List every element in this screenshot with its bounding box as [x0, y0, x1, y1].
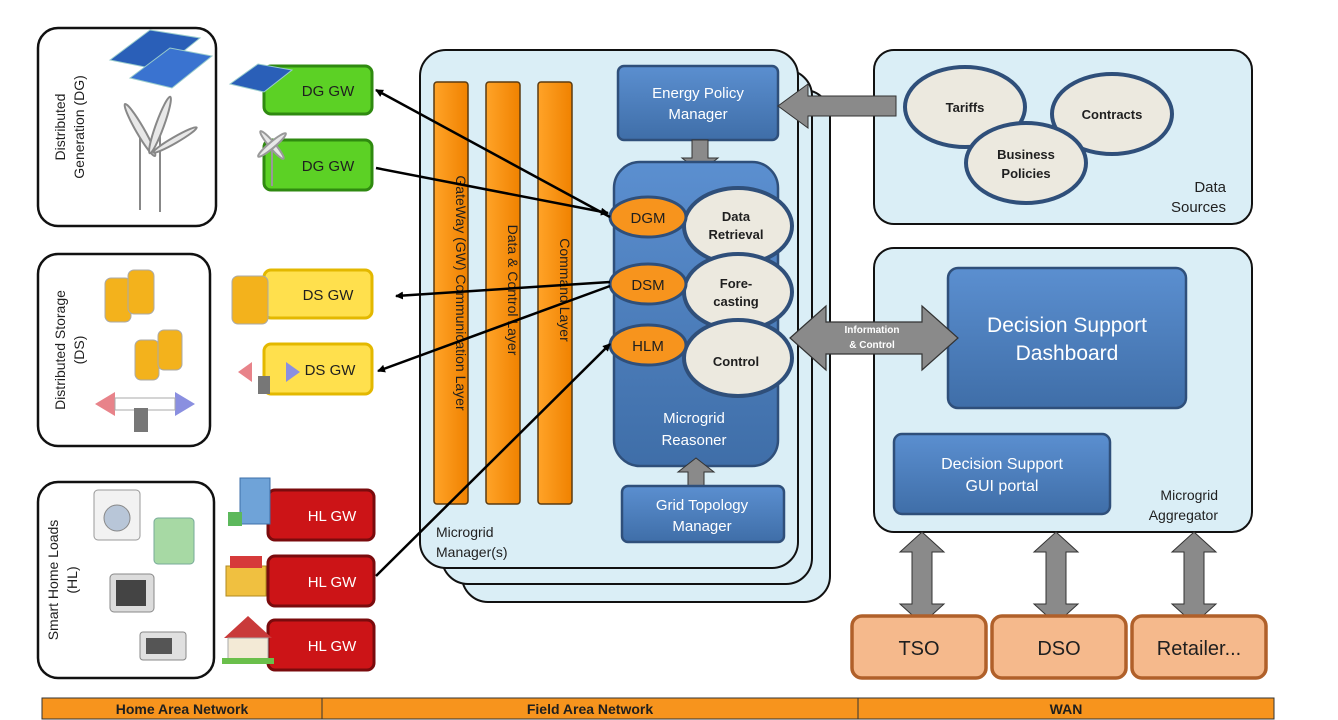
tso-label: TSO	[898, 638, 939, 660]
dashboard-label-1: Decision Support	[987, 314, 1147, 337]
grid-topology-manager: Grid Topology Manager	[620, 484, 786, 544]
energy-policy-label-2: Manager	[668, 106, 727, 123]
solar-panel-icon	[108, 29, 214, 89]
office-building-icon	[228, 477, 271, 526]
gui-portal-label-2: GUI portal	[966, 478, 1039, 495]
tariffs-label: Tariffs	[946, 100, 985, 115]
business-policies-label-2: Policies	[1001, 166, 1050, 181]
grid-topology-label-2: Manager	[672, 518, 731, 535]
decision-support-gui-portal[interactable]: Decision Support GUI portal	[892, 432, 1112, 516]
contracts-oval: Contracts	[1050, 72, 1174, 156]
energy-policy-manager: Energy Policy Manager	[616, 64, 780, 142]
dso-label: DSO	[1037, 638, 1080, 660]
forecasting-label-1: Fore-	[720, 276, 753, 291]
ds-label-1: Distributed Storage	[52, 290, 68, 410]
hl-gateway-3: HL GW	[266, 618, 376, 672]
ds-gateway-2-label: DS GW	[305, 362, 357, 379]
hl-gateway-2-label: HL GW	[308, 574, 357, 591]
dg-gateway-1: DG GW	[262, 64, 374, 116]
energy-policy-label-1: Energy Policy	[652, 85, 744, 102]
grid-topology-label-1: Grid Topology	[656, 497, 749, 514]
business-policies-oval: Business Policies	[964, 121, 1088, 205]
info-arrow-label-1: Information	[845, 325, 900, 336]
command-layer: Command Layer	[537, 81, 573, 505]
battery-small-icon	[231, 275, 269, 325]
ds-gateway-2: DS GW	[262, 342, 374, 396]
washing-machine-icon	[93, 489, 141, 541]
tv-icon	[109, 573, 155, 613]
hl-gateway-2: HL GW	[266, 554, 376, 608]
command-layer-label: Command Layer	[557, 238, 573, 342]
data-control-layer: Data & Control Layer	[485, 81, 521, 505]
field-area-network-label: Field Area Network	[527, 701, 654, 717]
data-sources-label-2: Sources	[1171, 199, 1226, 216]
gui-portal-label-1: Decision Support	[941, 456, 1063, 473]
dg-label-1: Distributed	[52, 94, 68, 161]
dg-gateway-1-label: DG GW	[302, 83, 355, 100]
dg-gateway-2: DG GW	[262, 138, 374, 192]
microwave-icon	[139, 631, 187, 661]
info-arrow-label-2: & Control	[849, 340, 895, 351]
data-retrieval-label-2: Retrieval	[709, 227, 764, 242]
aggregator-actor-arrows	[898, 531, 1218, 625]
dg-panel: Distributed Generation (DG)	[36, 26, 218, 228]
sources-to-policy-arrow	[777, 83, 897, 129]
hl-label-1: Smart Home Loads	[45, 520, 61, 641]
ds-gateway-1: DS GW	[262, 268, 374, 320]
battery-icon	[104, 269, 183, 381]
home-area-network-label: Home Area Network	[116, 701, 249, 717]
module-dgm: DGM	[608, 195, 688, 239]
reasoner-label-2: Reasoner	[661, 432, 726, 449]
wan-label: WAN	[1050, 701, 1083, 717]
module-dsm: DSM	[608, 262, 688, 306]
data-retrieval-label-1: Data	[722, 209, 751, 224]
network-bar: Home Area Network Field Area Network WAN	[41, 697, 1275, 720]
aggregator-label-2: Aggregator	[1149, 507, 1219, 523]
ds-label-2: (DS)	[71, 336, 87, 365]
ds-panel: Distributed Storage (DS)	[36, 252, 212, 448]
solar-small-icon	[228, 63, 294, 93]
microgrid-manager-label-1: Microgrid	[436, 524, 494, 540]
heat-pump-small-icon	[238, 362, 300, 394]
hl-gateway-1: HL GW	[266, 488, 376, 542]
data-control-layer-label: Data & Control Layer	[505, 225, 521, 356]
heat-pump-icon	[95, 392, 195, 432]
microgrid-manager-label-2: Manager(s)	[436, 544, 508, 560]
control-label: Control	[713, 354, 759, 369]
actor-dso: DSO	[990, 614, 1128, 680]
dgm-label: DGM	[631, 210, 666, 227]
actor-retailer: Retailer...	[1130, 614, 1268, 680]
hl-gateway-1-label: HL GW	[308, 508, 357, 525]
reasoner-label-1: Microgrid	[663, 410, 725, 427]
turbine-small-icon	[257, 130, 287, 186]
contracts-label: Contracts	[1082, 107, 1143, 122]
information-control-arrow: Information & Control	[789, 304, 959, 372]
module-hlm: HLM	[608, 323, 688, 367]
function-control: Control	[682, 318, 794, 398]
business-policies-label-1: Business	[997, 147, 1055, 162]
house-icon	[222, 616, 274, 664]
decision-support-dashboard[interactable]: Decision Support Dashboard	[946, 266, 1188, 410]
ds-gateway-1-label: DS GW	[303, 287, 355, 304]
shop-icon	[225, 556, 267, 597]
hl-panel: Smart Home Loads (HL)	[36, 480, 216, 680]
dg-gateway-2-label: DG GW	[302, 158, 355, 175]
dashboard-label-2: Dashboard	[1016, 342, 1119, 365]
forecasting-label-2: casting	[713, 294, 759, 309]
dsm-label: DSM	[631, 277, 664, 294]
gw-communication-layer-label: GateWay (GW) Communication Layer	[453, 175, 469, 411]
dg-label-2: Generation (DG)	[71, 75, 87, 178]
connection-lines	[375, 88, 611, 577]
fridge-icon	[153, 517, 195, 565]
data-sources-label-1: Data	[1194, 179, 1226, 196]
hl-gateway-3-label: HL GW	[308, 638, 357, 655]
aggregator-label-1: Microgrid	[1160, 487, 1218, 503]
wind-turbine-icon	[123, 95, 198, 212]
actor-tso: TSO	[850, 614, 988, 680]
hl-label-2: (HL)	[64, 566, 80, 593]
retailer-label: Retailer...	[1157, 638, 1241, 660]
hlm-label: HLM	[632, 338, 664, 355]
